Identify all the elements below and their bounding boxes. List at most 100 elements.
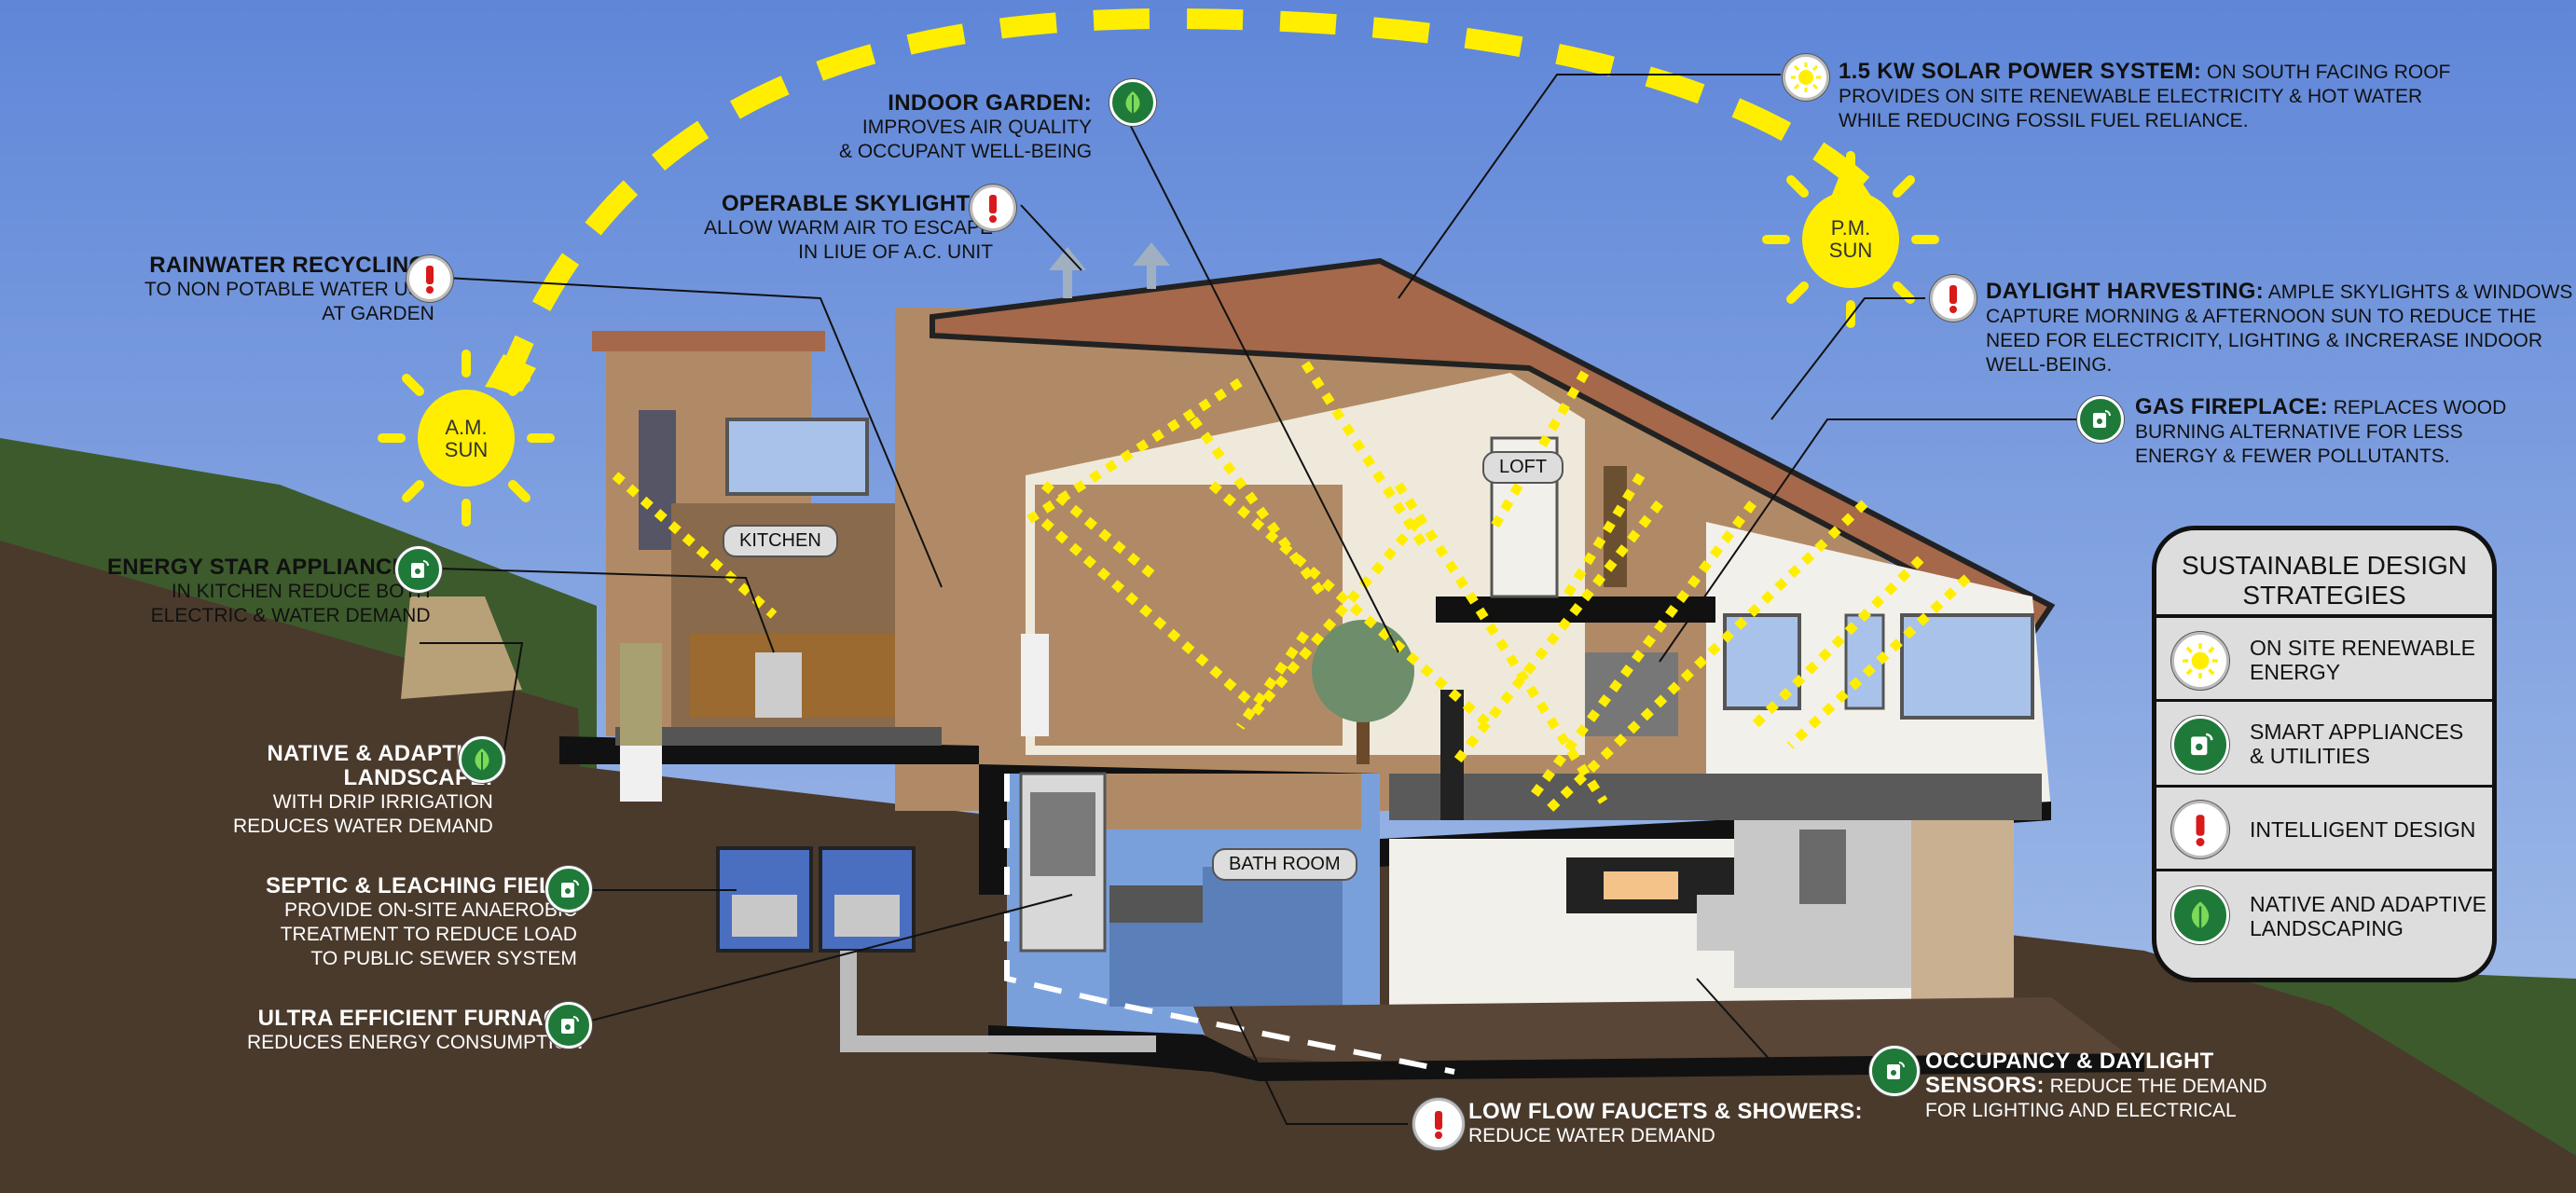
leaf-icon [2191,901,2210,929]
solar-desc-0: ON SOUTH FACING ROOF [2207,62,2451,83]
daylight-exclamation-badge [1930,275,1977,322]
low-flow-title: LOW FLOW FAUCETS & SHOWERS: [1468,1099,1863,1124]
callout-native-landscape: NATIVE & ADAPTIVE LANDSCAPE: WITH DRIP I… [233,742,493,839]
room-tag-loft: LOFT [1482,451,1564,484]
pm-sun-label: P.M. SUN [1813,217,1888,262]
solar-desc-1: PROVIDES ON SITE RENEWABLE ELECTRICITY &… [1839,86,2423,107]
legend-label-native: NATIVE AND ADAPTIVE LANDSCAPING [2250,871,2486,961]
callout-furnace: ULTRA EFFICIENT FURNACE: REDUCES ENERGY … [247,1007,583,1055]
legend-item-intelligent: INTELLIGENT DESIGN [2156,788,2492,871]
septic-desc-1: PROVIDE ON-SITE ANAEROBIC [283,899,577,921]
callout-gas-fireplace: GAS FIREPLACE: REPLACES WOOD BURNING ALT… [2135,395,2506,469]
legend-label-native-line-2: LANDSCAPING [2250,916,2404,940]
legend-leaf-badge [2171,886,2229,944]
fireplace-desc-1: BURNING ALTERNATIVE FOR LESS [2135,421,2463,443]
rainwater-desc-1: TO NON POTABLE WATER USE [145,279,434,300]
legend-label-smart: SMART APPLIANCES & UTILITIES [2250,702,2463,786]
native-landscape-leaf-badge [459,736,505,783]
house-section [401,257,2144,1081]
callout-rainwater-recycling: RAINWATER RECYCLING: TO NON POTABLE WATE… [145,254,434,326]
smart-appliance-icon [2093,410,2111,428]
energy-star-desc-1: IN KITCHEN REDUCE BOTH [171,581,431,602]
energy-star-title: ENERGY STAR APPLIANCES: [107,555,431,580]
smart-appliance-icon [411,560,429,578]
leader-lines [420,74,2077,1125]
am-sun-line-2: SUN [444,438,489,461]
solar-desc-2: WHILE REDUCING FOSSIL FUEL RELIANCE. [1839,110,2249,131]
skylights-title: OPERABLE SKYLIGHTS: [721,191,994,216]
smart-appliance-icon [561,880,579,898]
leaf-icon [1125,91,1140,114]
am-sun-line-1: A.M. [445,416,488,439]
pm-sun-line-2: SUN [1828,239,1873,262]
callout-occupancy: OCCUPANCY & DAYLIGHT SENSORS: REDUCE THE… [1925,1049,2267,1123]
callout-energy-star: ENERGY STAR APPLIANCES: IN KITCHEN REDUC… [107,555,431,628]
daylight-desc-2: NEED FOR ELECTRICITY, LIGHTING & INCRERA… [1986,330,2543,351]
legend-label-smart-line-1: SMART APPLIANCES [2250,720,2464,744]
callout-operable-skylights: OPERABLE SKYLIGHTS: ALLOW WARM AIR TO ES… [704,192,993,265]
legend-sun-badge [2171,632,2229,690]
exclamation-icon [426,266,434,294]
room-tag-bath: BATH ROOM [1212,848,1357,881]
pm-sun-line-1: P.M. [1830,216,1871,240]
legend-panel: SUSTAINABLE DESIGN STRATEGIES ON SITE RE… [2152,526,2497,982]
am-sun [378,350,555,527]
callout-septic: SEPTIC & LEACHING FIELD: PROVIDE ON-SITE… [266,874,577,971]
callout-solar: 1.5 KW SOLAR POWER SYSTEM: ON SOUTH FACI… [1839,60,2450,133]
energy-star-appliance-badge [395,546,442,593]
callout-indoor-garden: INDOOR GARDEN: IMPROVES AIR QUALITY & OC… [839,91,1092,164]
legend-item-native: NATIVE AND ADAPTIVE LANDSCAPING [2156,871,2492,965]
fireplace-desc-0: REPLACES WOOD [2333,397,2507,418]
sun-icon [2183,643,2218,679]
exclamation-icon [2196,815,2205,846]
soil-left [0,541,597,1193]
legend-label-smart-line-2: & UTILITIES [2250,744,2371,768]
indoor-garden-leaf-badge [1109,79,1156,126]
leaf-icon [475,748,489,771]
occupancy-title-2: SENSORS: [1925,1073,2045,1098]
native-desc-2: REDUCES WATER DEMAND [233,816,493,837]
fireplace-title: GAS FIREPLACE: [2135,394,2328,419]
legend-label-renewable-text: ON SITE RENEWABLE ENERGY [2250,636,2475,684]
native-title-1: NATIVE & ADAPTIVE [267,741,493,766]
legend-label-native-line-1: NATIVE AND ADAPTIVE [2250,892,2486,916]
sun-icon [1791,62,1821,92]
indoor-garden-desc-1: IMPROVES AIR QUALITY [861,117,1093,138]
furnace-appliance-badge [545,1002,592,1049]
septic-desc-3: TO PUBLIC SEWER SYSTEM [310,948,577,969]
daylight-title: DAYLIGHT HARVESTING: [1986,279,2265,304]
legend-title: SUSTAINABLE DESIGN STRATEGIES [2156,530,2492,618]
legend-title-line-1: SUSTAINABLE DESIGN [2181,551,2467,580]
exclamation-icon [1949,285,1957,313]
solar-sun-badge [1783,54,1829,101]
native-desc-1: WITH DRIP IRRIGATION [272,791,493,813]
occupancy-title-1: OCCUPANCY & DAYLIGHT [1925,1049,2214,1074]
legend-appliance-badge [2171,716,2229,774]
sun-path-arc [493,7,1872,395]
skylights-desc-1: ALLOW WARM AIR TO ESCAPE [704,217,994,239]
skylights-desc-2: IN LIUE OF A.C. UNIT [798,241,994,263]
furnace-title: ULTRA EFFICIENT FURNACE: [257,1006,584,1031]
rainwater-desc-2: AT GARDEN [322,303,434,324]
daylight-desc-3: WELL-BEING. [1986,354,2113,376]
legend-label-renewable: ON SITE RENEWABLE ENERGY [2250,618,2492,702]
fireplace-desc-2: ENERGY & FEWER POLLUTANTS. [2135,446,2450,467]
daylight-rays [612,361,1971,815]
furnace-desc-1: REDUCES ENERGY CONSUMPTION [247,1032,584,1053]
daylight-desc-0: AMPLE SKYLIGHTS & WINDOWS [2267,281,2573,303]
native-title-2: LANDSCAPE: [343,765,493,790]
occupancy-desc-1: REDUCE THE DEMAND [2049,1076,2267,1097]
indoor-garden-desc-2: & OCCUPANT WELL-BEING [839,141,1093,162]
skylights-exclamation-badge [970,185,1016,231]
legend-item-renewable: ON SITE RENEWABLE ENERGY [2156,618,2492,702]
occupancy-appliance-badge [1869,1046,1920,1096]
legend-item-smart: SMART APPLIANCES & UTILITIES [2156,702,2492,788]
rainwater-title: RAINWATER RECYCLING: [149,253,434,278]
septic-desc-2: TREATMENT TO REDUCE LOAD [280,924,577,945]
callout-daylight-harvesting: DAYLIGHT HARVESTING: AMPLE SKYLIGHTS & W… [1986,280,2572,377]
legend-label-intelligent: INTELLIGENT DESIGN [2250,788,2475,871]
indoor-garden-title: INDOOR GARDEN: [888,90,1093,116]
fireplace-appliance-badge [2077,396,2124,443]
exclamation-icon [1435,1111,1442,1139]
smart-appliance-icon [561,1016,579,1034]
